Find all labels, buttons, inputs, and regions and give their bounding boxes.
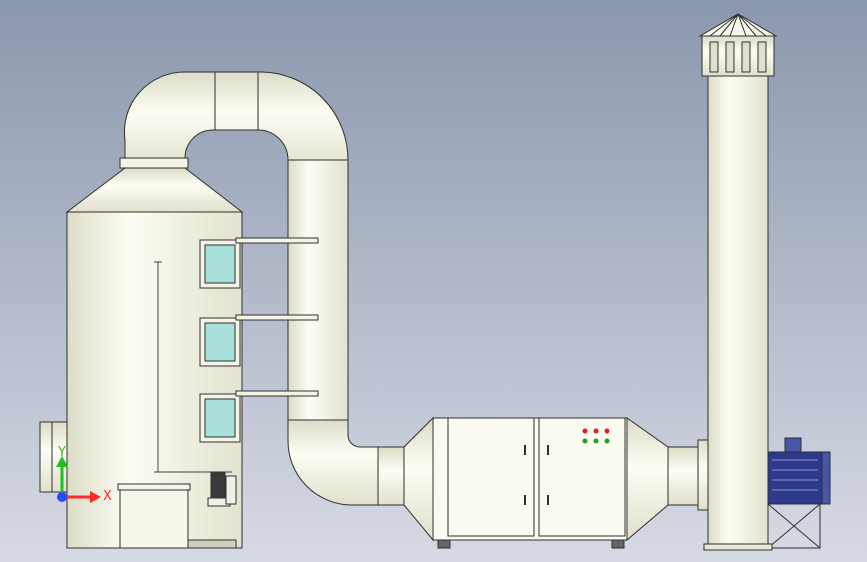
gooseneck-duct [123, 71, 381, 506]
scrubber-tower [39, 157, 319, 549]
chimney-stack [698, 13, 778, 551]
control-panel-indicators [582, 428, 610, 444]
z-axis-dot [57, 492, 67, 502]
circulation-pump [187, 471, 237, 549]
inspection-window-2 [199, 314, 319, 367]
y-axis-label: Y [57, 445, 66, 460]
carbon-adsorption-box [377, 416, 699, 549]
water-tank [119, 485, 189, 549]
x-axis-label: X [103, 489, 112, 504]
inspection-window-1 [199, 237, 319, 289]
axis-triad: Y X [56, 445, 112, 504]
inspection-window-3 [199, 390, 319, 443]
